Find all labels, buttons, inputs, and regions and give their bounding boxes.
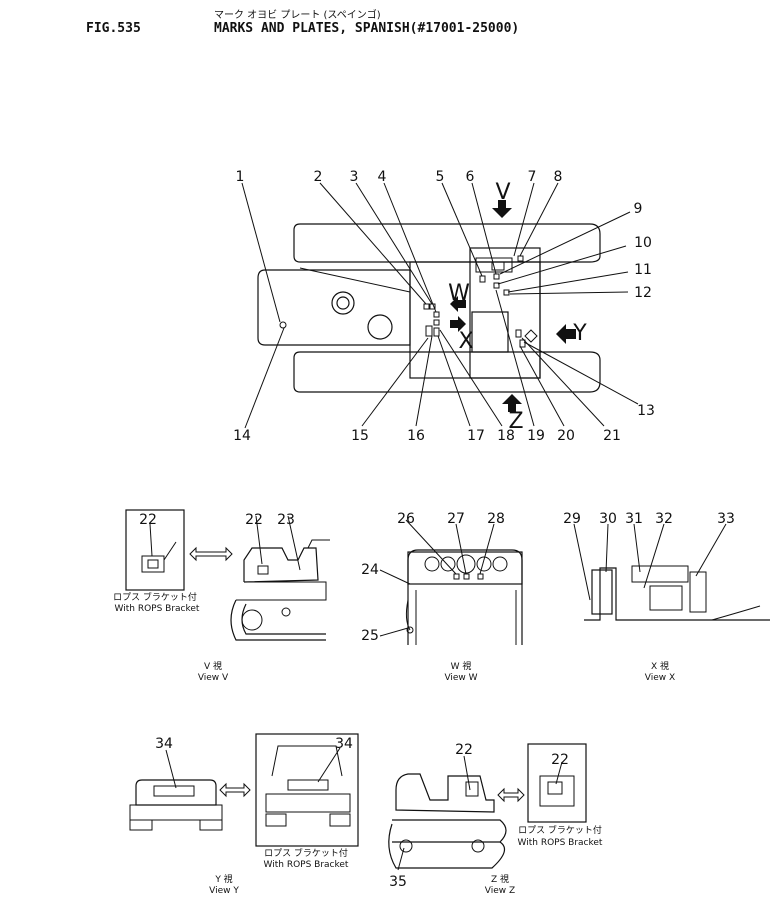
callout-17: 17 [467, 428, 485, 444]
figure-title: MARKS AND PLATES, SPANISH(#17001-25000) [214, 21, 520, 36]
callout-18: 18 [497, 428, 515, 444]
callout-12: 12 [634, 285, 652, 301]
arrow-label-v: V [495, 180, 510, 205]
callout-34-y: 34 [155, 736, 173, 752]
callout-27: 27 [447, 511, 465, 527]
callout-22-z: 22 [455, 742, 473, 758]
callout-22-inset-v: 22 [139, 512, 157, 528]
view-y-inset-caption: With ROPS Bracket [264, 860, 349, 870]
view-y-drawing [129, 733, 359, 847]
view-v-inset-caption: With ROPS Bracket [115, 604, 200, 614]
callout-25: 25 [361, 628, 379, 644]
callout-23: 23 [277, 512, 295, 528]
view-z-drawing [388, 743, 587, 871]
top-view-machine [241, 182, 639, 429]
callout-20: 20 [557, 428, 575, 444]
callout-29: 29 [563, 511, 581, 527]
figure-label: FIG.535 [86, 21, 141, 36]
view-v-drawing [125, 509, 330, 641]
japanese-title: マーク オヨビ プレート (スペインゴ) [214, 10, 381, 21]
callout-1: 1 [236, 169, 245, 185]
view-y-label: View Y [209, 886, 239, 896]
view-y-inset-jp: ロプス ブラケット付 [264, 847, 348, 859]
callout-28: 28 [487, 511, 505, 527]
callout-26: 26 [397, 511, 415, 527]
view-y-jp-label: Y 視 [214, 873, 232, 885]
arrow-label-x: X [458, 329, 473, 354]
callout-5: 5 [436, 169, 445, 185]
callout-6: 6 [466, 169, 475, 185]
callout-9: 9 [634, 201, 643, 217]
view-w-jp-label: W 視 [451, 660, 472, 672]
callout-7: 7 [528, 169, 537, 185]
callout-10: 10 [634, 235, 652, 251]
view-x-jp-label: X 視 [651, 660, 669, 672]
callout-19: 19 [527, 428, 545, 444]
view-z-inset-jp: ロプス ブラケット付 [518, 824, 602, 836]
view-v-inset-jp: ロプス ブラケット付 [113, 591, 197, 603]
callout-34-inset-y: 34 [335, 736, 353, 752]
callout-33: 33 [717, 511, 735, 527]
arrow-label-z: Z [508, 409, 523, 434]
callout-22-v: 22 [245, 512, 263, 528]
callout-8: 8 [554, 169, 563, 185]
callout-32: 32 [655, 511, 673, 527]
callout-24: 24 [361, 562, 379, 578]
view-x-drawing [573, 523, 770, 621]
callout-21: 21 [603, 428, 621, 444]
callout-16: 16 [407, 428, 425, 444]
arrow-label-w: W [448, 281, 470, 306]
callout-31: 31 [625, 511, 643, 527]
callout-2: 2 [314, 169, 323, 185]
view-z-jp-label: Z 視 [491, 873, 509, 885]
callout-3: 3 [350, 169, 359, 185]
view-x-label: View X [645, 673, 675, 683]
view-z-inset-caption: With ROPS Bracket [518, 838, 603, 848]
view-w-drawing [379, 519, 523, 645]
view-v-label: View V [198, 673, 229, 683]
callout-11: 11 [634, 262, 652, 278]
callout-13: 13 [637, 403, 655, 419]
callout-14: 14 [233, 428, 251, 444]
arrow-label-y: Y [572, 321, 587, 346]
view-v-jp-label: V 視 [204, 660, 222, 672]
callout-30: 30 [599, 511, 617, 527]
callout-35: 35 [389, 874, 407, 890]
view-w-label: View W [444, 673, 477, 683]
callout-22-inset-z: 22 [551, 752, 569, 768]
callout-4: 4 [378, 169, 387, 185]
view-z-label: View Z [485, 886, 515, 896]
callout-15: 15 [351, 428, 369, 444]
